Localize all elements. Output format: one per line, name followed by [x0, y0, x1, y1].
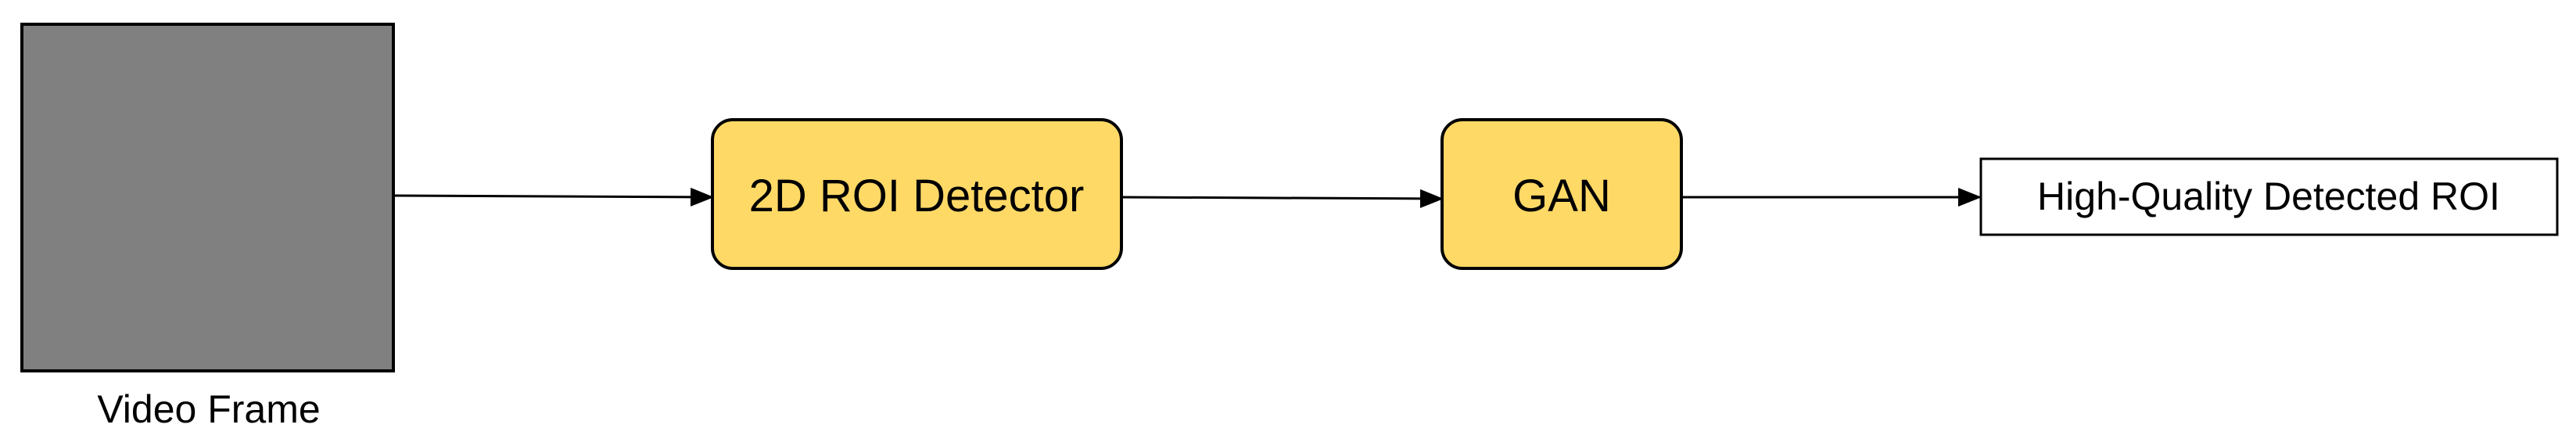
output-box [1979, 157, 2559, 236]
video-frame-label: Video Frame [97, 387, 320, 431]
output-label: High-Quality Detected ROI [2037, 174, 2500, 218]
edge-roi-detector-to-gan [1121, 189, 1444, 208]
gan-box [1440, 118, 1683, 270]
edge-video-frame-to-roi-detector [393, 187, 714, 207]
roi-detector-label: 2D ROI Detector [749, 171, 1085, 221]
gan-label: GAN [1512, 171, 1611, 221]
roi-detector-box [711, 118, 1123, 270]
video-frame-box [20, 23, 395, 372]
